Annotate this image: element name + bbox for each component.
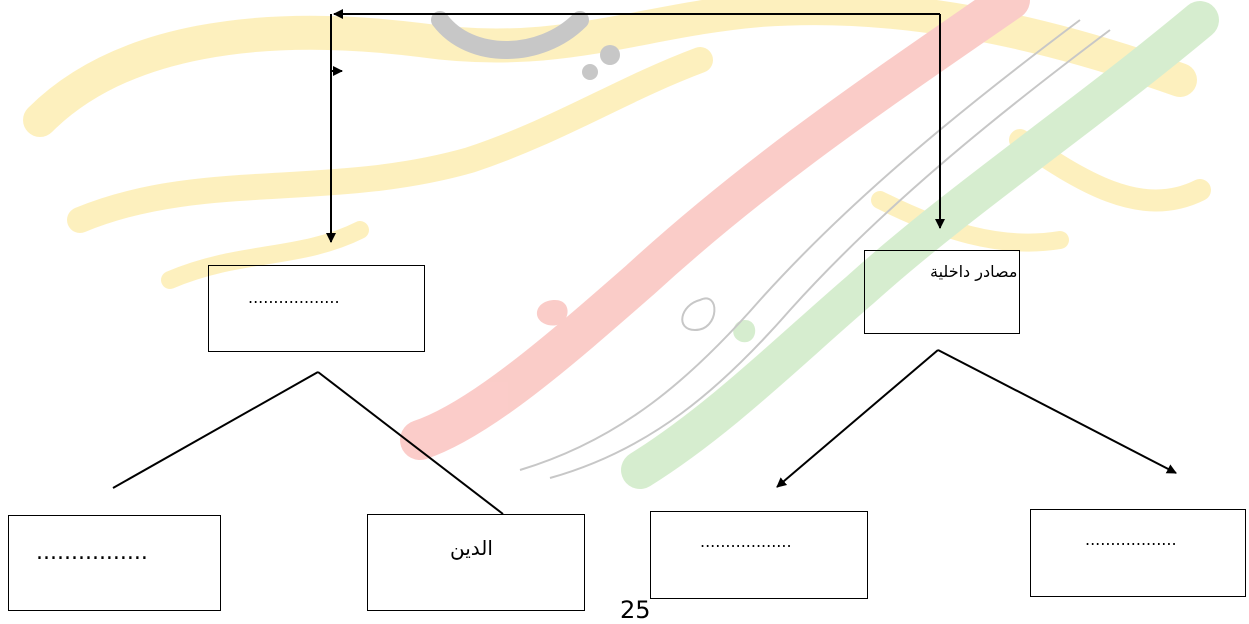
node-blank-left-top-label: .................. [248, 288, 340, 307]
watermark-gray-letter [431, 11, 589, 59]
left-branch-left [112, 371, 319, 489]
watermark-green-stroke [621, 1, 1219, 489]
left-branch-right [317, 371, 504, 515]
watermark-gray-dot [600, 45, 620, 65]
watermark-logo [23, 0, 1219, 489]
watermark-yellow-stroke [67, 47, 713, 233]
node-blank-bottom-right-label: .................. [1085, 530, 1177, 549]
node-blank-bottom-mid-box [650, 511, 868, 599]
node-religion-box [367, 514, 585, 611]
right-branch-left [776, 349, 939, 488]
right-branch-right [937, 349, 1177, 474]
watermark-gray-stroke [519, 19, 1081, 471]
watermark-yellow-stroke [871, 191, 1069, 252]
node-blank-bottom-far-left-label: ................ [36, 540, 148, 565]
node-internal-sources-label: مصادر داخلية [930, 262, 1018, 281]
node-blank-bottom-right-box [1030, 509, 1246, 597]
page-number: 25 [620, 596, 651, 624]
watermark-gray-stroke [549, 29, 1111, 479]
watermark-gray-loop [681, 297, 716, 332]
node-blank-left-top-box [208, 265, 425, 352]
connector-lines [112, 9, 1177, 515]
node-blank-bottom-mid-label: .................. [700, 532, 792, 551]
watermark-red-stroke [400, 0, 1030, 460]
node-internal-sources-box [864, 250, 1020, 334]
watermark-green-drop [733, 320, 756, 343]
watermark-gray-dot [582, 64, 598, 80]
node-religion-label: الدين [450, 536, 493, 560]
watermark-yellow-stroke [161, 221, 369, 289]
watermark-red-drop [536, 300, 568, 326]
